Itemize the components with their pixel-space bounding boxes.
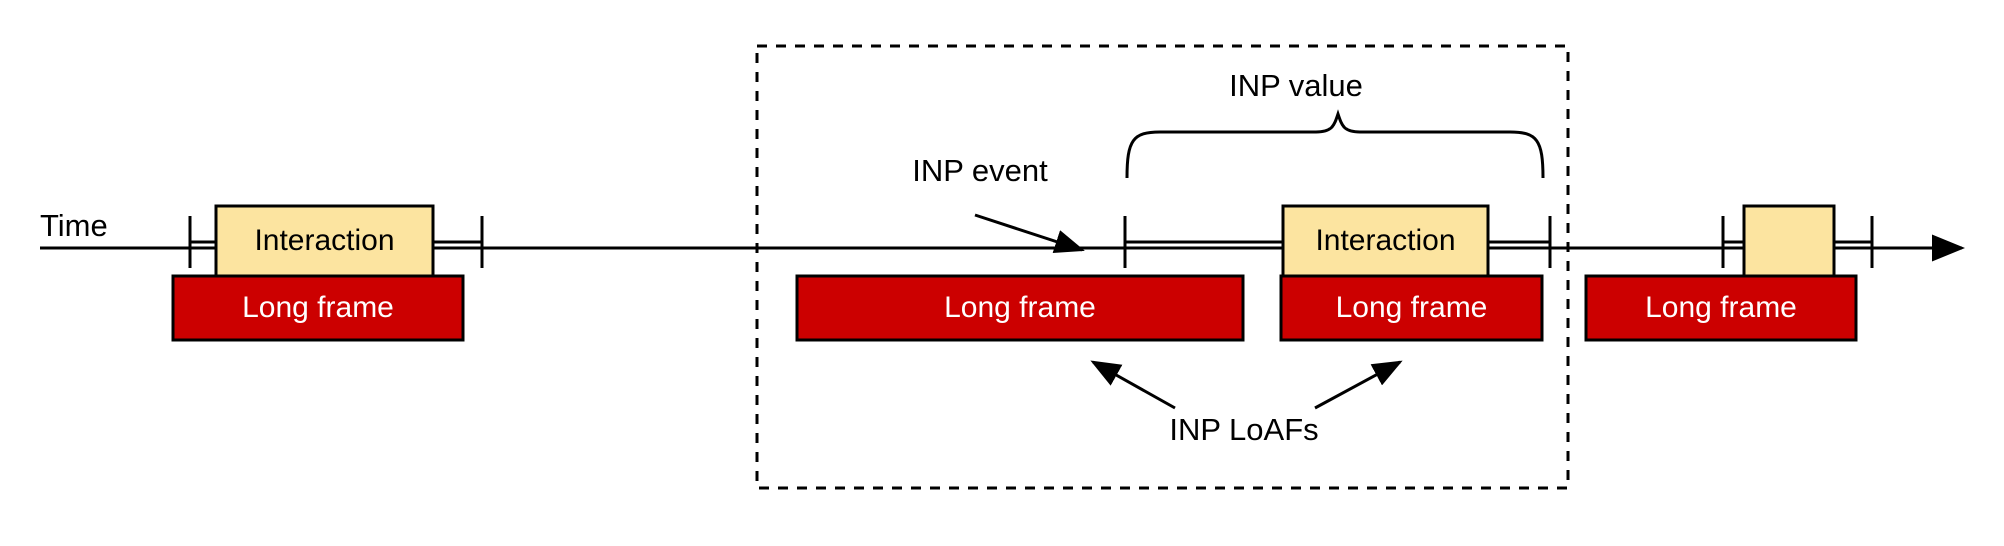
interaction-duration-ticks-right — [1721, 216, 1874, 268]
first-frame-group: Interaction Long frame — [171, 204, 484, 342]
next-frame-group: Long frame — [1584, 204, 1874, 342]
time-axis-label: Time — [40, 208, 108, 243]
interaction-box-label: Interaction — [1315, 224, 1455, 257]
inp-event-label: INP event — [912, 153, 1048, 188]
inp-loafs-arrow-left — [1090, 360, 1176, 410]
interaction-duration-ticks-left — [188, 216, 484, 268]
inp-loafs-label: INP LoAFs — [1169, 412, 1318, 447]
inp-loafs-arrow-right — [1314, 360, 1403, 410]
inp-region-dashed-box — [755, 44, 1570, 490]
inp-event-arrow — [974, 213, 1085, 254]
inp-value-brace — [1125, 109, 1545, 179]
long-frame-box-label: Long frame — [242, 291, 394, 324]
long-frame-box — [1279, 274, 1544, 342]
interaction-box — [214, 204, 435, 278]
inp-value-label: INP value — [1229, 68, 1363, 103]
long-frame-box — [171, 274, 465, 342]
long-frame-box-label: Long frame — [1645, 291, 1797, 324]
long-frame-box-label: Long frame — [944, 291, 1096, 324]
inp-frames-group: Interaction Long frame Long frame — [795, 204, 1552, 342]
long-frame-box — [795, 274, 1245, 342]
long-frame-box-label: Long frame — [1336, 291, 1488, 324]
interaction-box — [1742, 204, 1836, 278]
interaction-box-label: Interaction — [254, 224, 394, 257]
interaction-duration-ticks-middle — [1123, 216, 1552, 268]
long-frame-box — [1584, 274, 1858, 342]
